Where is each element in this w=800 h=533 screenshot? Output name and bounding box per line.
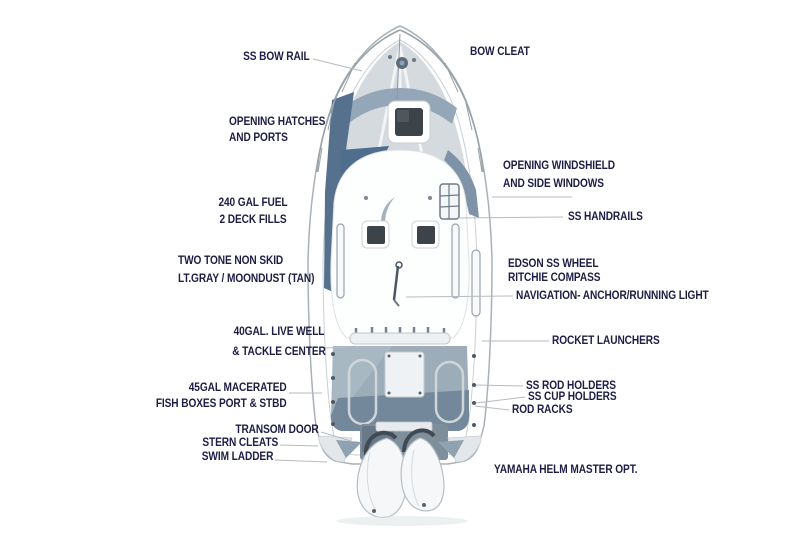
leader-line — [274, 459, 328, 463]
leader-line — [475, 396, 526, 404]
label-fuel: 240 GAL FUEL 2 DECK FILLS — [218, 197, 288, 226]
leader-line — [474, 405, 510, 411]
leader-line — [324, 346, 349, 349]
anchor-light — [392, 261, 403, 307]
fish-box-stbd — [434, 360, 465, 424]
leader-lines — [274, 58, 572, 463]
bow-cleat-fitting — [388, 55, 416, 69]
label-yamaha-helm-master: YAMAHA HELM MASTER OPT. — [494, 464, 638, 476]
hardtop — [330, 149, 470, 339]
leader-line — [475, 384, 524, 387]
label-ss-handrails: SS HANDRAILS — [568, 211, 643, 223]
leader-line — [279, 444, 319, 447]
handrail-frame — [439, 183, 460, 220]
label-wheel-compass: EDSON SS WHEEL RITCHIE COMPASS — [508, 258, 601, 284]
rocket-launcher-bar — [349, 327, 451, 345]
cockpit — [331, 346, 476, 431]
label-stern-cleats: STERN CLEATS — [202, 437, 278, 449]
gunwale-rail — [471, 249, 481, 317]
label-rocket-launchers: ROCKET LAUNCHERS — [552, 335, 660, 347]
rod-holder-dots — [331, 352, 476, 427]
bow-rail — [316, 29, 484, 173]
fish-box-port — [347, 358, 378, 426]
label-cup-holders: SS CUP HOLDERS — [528, 391, 617, 403]
leader-line — [405, 295, 514, 298]
tackle-center — [384, 351, 425, 398]
label-rod-racks: ROD RACKS — [512, 404, 573, 416]
stern — [318, 421, 482, 526]
label-navigation-light: NAVIGATION- ANCHOR/RUNNING LIGHT — [516, 290, 709, 302]
outboard-engine-stbd — [400, 437, 445, 512]
label-rod-holders: SS ROD HOLDERS — [526, 380, 616, 392]
label-live-well: 40GAL. LIVE WELL & TACKLE CENTER — [232, 326, 326, 358]
leader-line — [320, 431, 352, 442]
label-ss-bow-rail: SS BOW RAIL — [243, 51, 310, 63]
label-transom-door: TRANSOM DOOR — [235, 424, 319, 436]
label-non-skid: TWO TONE NON SKID LT.GRAY / MOONDUST (TA… — [178, 255, 315, 285]
label-opening-windshield: OPENING WINDSHIELD AND SIDE WINDOWS — [503, 160, 615, 190]
label-swim-ladder: SWIM LADDER — [201, 451, 273, 463]
label-opening-hatches: OPENING HATCHES AND PORTS — [229, 116, 326, 144]
leader-line — [312, 58, 363, 72]
forward-hatch — [387, 100, 431, 144]
boat-hull — [307, 25, 493, 526]
leader-line — [457, 216, 564, 219]
label-bow-cleat: BOW CLEAT — [470, 46, 530, 58]
label-fish-boxes: 45GAL MACERATED FISH BOXES PORT & STBD — [156, 382, 287, 410]
